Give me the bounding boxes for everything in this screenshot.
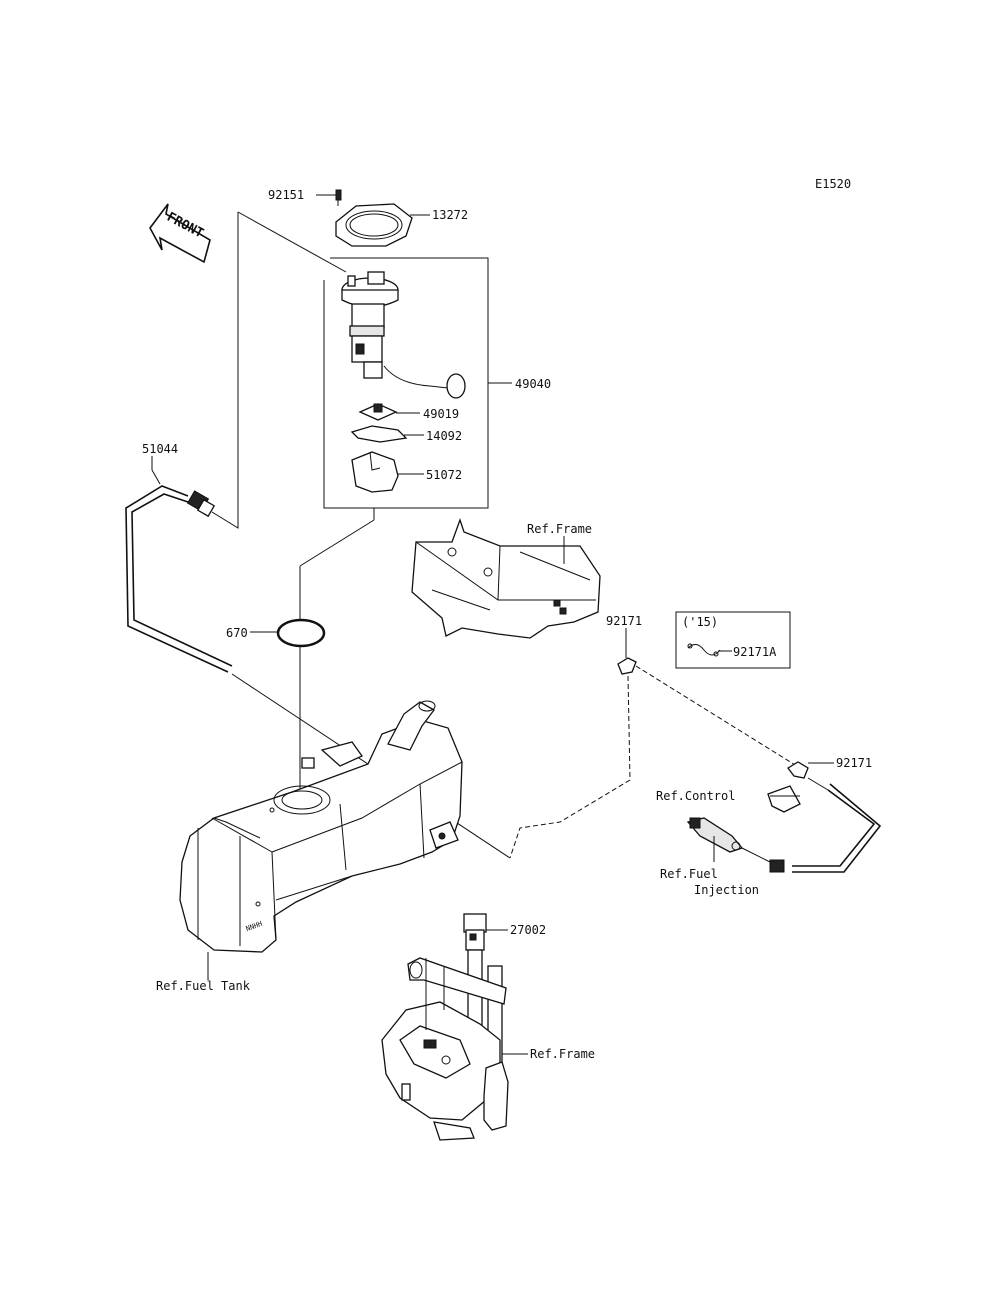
ref-fuel-injection-line1: Ref.Fuel	[660, 867, 718, 881]
frame-bracket-top	[411, 518, 601, 639]
clamp-92171-top	[617, 657, 637, 675]
front-label: FRONT	[164, 210, 206, 242]
part-label-92171A: 92171A	[733, 645, 777, 659]
filter-49019	[358, 403, 398, 421]
frame-bracket-bottom	[381, 949, 509, 1141]
hose-51044	[125, 485, 233, 673]
ref-control: Ref.Control	[656, 789, 735, 803]
year-note-box	[675, 611, 791, 669]
ref-frame-top: Ref.Frame	[527, 522, 592, 536]
part-label-670: 670	[226, 626, 248, 640]
part-label-14092: 14092	[426, 429, 462, 443]
part-label-13272: 13272	[432, 208, 468, 222]
fuel-pump-module-49040	[341, 271, 466, 399]
clamp-92171-right	[787, 761, 809, 779]
part-label-92171-top: 92171	[606, 614, 642, 628]
clamp-92171A	[687, 643, 721, 657]
strainer-cover-14092	[350, 425, 408, 443]
part-label-92171-right: 92171	[836, 756, 872, 770]
part-label-51072: 51072	[426, 468, 462, 482]
fuel-hose-right	[769, 777, 882, 873]
ref-fuel-tank: Ref.Fuel Tank	[156, 979, 251, 993]
year-note: ('15)	[682, 615, 718, 629]
part-label-51044: 51044	[142, 442, 178, 456]
control-bracket	[767, 785, 801, 813]
o-ring-670	[276, 618, 326, 648]
screw-92151	[316, 189, 342, 206]
connector-27002	[463, 913, 487, 951]
fuel-tank: NNHH	[179, 700, 463, 953]
diagram-code: E1520	[815, 177, 851, 191]
part-label-49019: 49019	[423, 407, 459, 421]
ref-frame-bottom: Ref.Frame	[530, 1047, 595, 1061]
part-label-27002: 27002	[510, 923, 546, 937]
fuel-cup-51072	[351, 451, 399, 493]
ref-fuel-injection-line2: Injection	[694, 883, 759, 897]
plate-ring-13272	[335, 203, 413, 247]
part-label-49040: 49040	[515, 377, 551, 391]
fuel-injection-unit	[686, 817, 771, 863]
front-arrow-icon: FRONT	[149, 203, 211, 264]
part-label-92151: 92151	[268, 188, 304, 202]
